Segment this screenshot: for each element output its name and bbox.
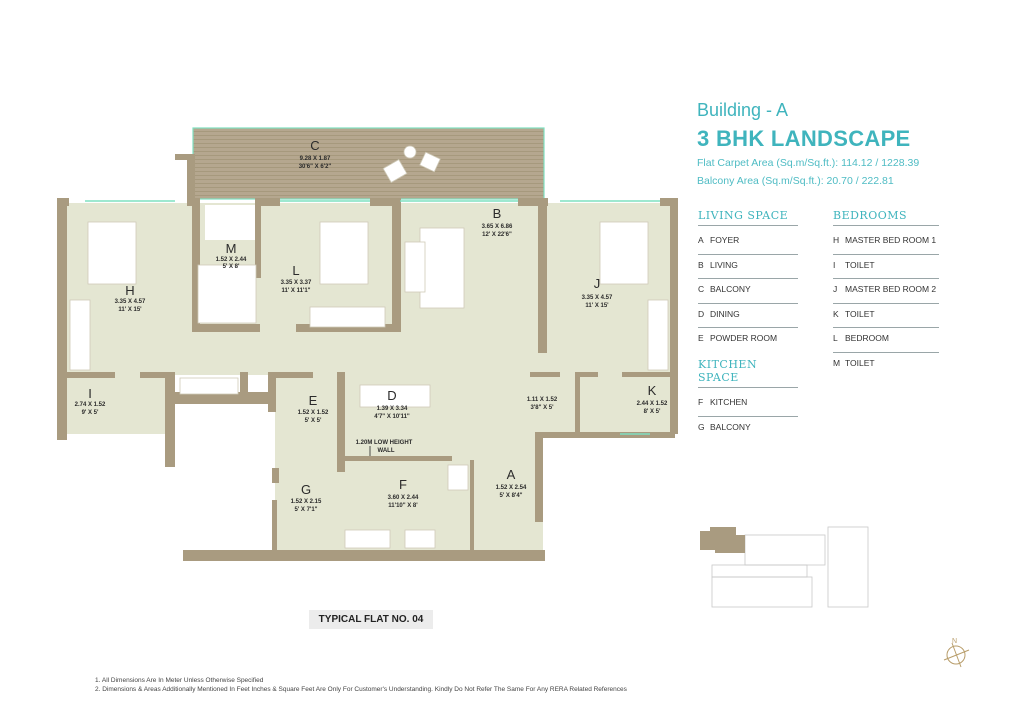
room-e-dim-m: 1.52 X 1.52 — [298, 410, 329, 416]
room-m-letter: M — [226, 241, 237, 256]
walls — [57, 154, 678, 561]
key-plan — [700, 526, 869, 608]
building-name: Building - A — [697, 100, 789, 120]
room-i-dim-ft: 9' X 5' — [82, 410, 99, 416]
passage-dim-ft: 3'8" X 5' — [530, 405, 554, 411]
room-a-dim-ft: 5' X 8'4" — [499, 493, 522, 499]
legend-heading: Kitchen Space — [698, 358, 798, 388]
room-b-dim-m: 3.65 X 6.86 — [482, 224, 513, 230]
room-j-letter: J — [594, 276, 601, 291]
compass-icon: N — [943, 638, 970, 668]
room-g-dim-m: 1.52 X 2.15 — [291, 499, 322, 505]
room-m-dim-m: 1.52 X 2.44 — [216, 257, 247, 263]
low-wall-note: 1.20M LOW HEIGHT — [356, 440, 413, 446]
room-f-dim-ft: 11'10" X 8' — [388, 503, 418, 509]
room-d-dim-ft: 4'7" X 10'11" — [374, 414, 410, 420]
room-labels: C 9.28 X 1.87 30'6" X 6'2" M 1.52 X 2.44… — [75, 138, 668, 513]
room-l-dim-ft: 11' X 11'1" — [281, 288, 310, 294]
room-f-letter: F — [399, 477, 407, 492]
room-h-dim-m: 3.35 X 4.57 — [115, 299, 146, 305]
room-e-dim-ft: 5' X 5' — [305, 418, 322, 424]
room-k-letter: K — [648, 383, 657, 398]
passage-dim-m: 1.11 X 1.52 — [527, 397, 558, 403]
footnote: 2. Dimensions & Areas Additionally Menti… — [95, 686, 627, 693]
carpet-area: Flat Carpet Area (Sq.m/Sq.ft.): 114.12 /… — [697, 157, 920, 169]
room-b-letter: B — [493, 206, 502, 221]
flat-type-title: 3 BHK LANDSCAPE — [697, 126, 911, 151]
room-l-letter: L — [292, 263, 299, 278]
room-c-dim-ft: 30'6" X 6'2" — [299, 164, 332, 170]
room-a-dim-m: 1.52 X 2.54 — [496, 485, 527, 491]
furniture — [69, 145, 669, 549]
legend-heading: Bedrooms — [833, 209, 939, 226]
balcony-c — [192, 127, 545, 200]
footnote: 1. All Dimensions Are In Meter Unless Ot… — [95, 677, 264, 684]
legend-heading: Living Space — [698, 209, 798, 226]
balcony-area: Balcony Area (Sq.m/Sq.ft.): 20.70 / 222.… — [697, 175, 894, 187]
room-g-letter: G — [301, 482, 311, 497]
room-c-letter: C — [310, 138, 319, 153]
room-a-letter: A — [507, 467, 516, 482]
flat-number-label: TYPICAL FLAT NO. 04 — [309, 610, 433, 629]
windows — [85, 200, 660, 435]
room-i-dim-m: 2.74 X 1.52 — [75, 402, 106, 408]
room-j-dim-ft: 11' X 15' — [585, 303, 609, 309]
room-e-letter: E — [309, 393, 318, 408]
compass-north: N — [952, 638, 957, 645]
key-plan-highlight — [700, 527, 745, 553]
room-i-letter: I — [88, 386, 92, 401]
room-l-dim-m: 3.35 X 3.37 — [281, 280, 312, 286]
room-h-dim-ft: 11' X 15' — [118, 307, 142, 313]
room-k-dim-ft: 8' X 5' — [644, 409, 661, 415]
room-h-letter: H — [125, 283, 134, 298]
room-f-dim-m: 3.60 X 2.44 — [388, 495, 419, 501]
floor-areas — [63, 203, 675, 552]
low-wall-note-2: WALL — [378, 448, 395, 454]
room-c-dim-m: 9.28 X 1.87 — [300, 156, 331, 162]
room-j-dim-m: 3.35 X 4.57 — [582, 295, 613, 301]
room-b-dim-ft: 12' X 22'6" — [482, 232, 512, 238]
room-m-dim-ft: 5' X 8' — [223, 264, 240, 270]
footnotes: 1. All Dimensions Are In Meter Unless Ot… — [95, 676, 627, 694]
room-g-dim-ft: 5' X 7'1" — [294, 507, 317, 513]
room-d-dim-m: 1.39 X 3.34 — [377, 406, 408, 412]
room-d-letter: D — [387, 388, 396, 403]
room-k-dim-m: 2.44 X 1.52 — [637, 401, 668, 407]
